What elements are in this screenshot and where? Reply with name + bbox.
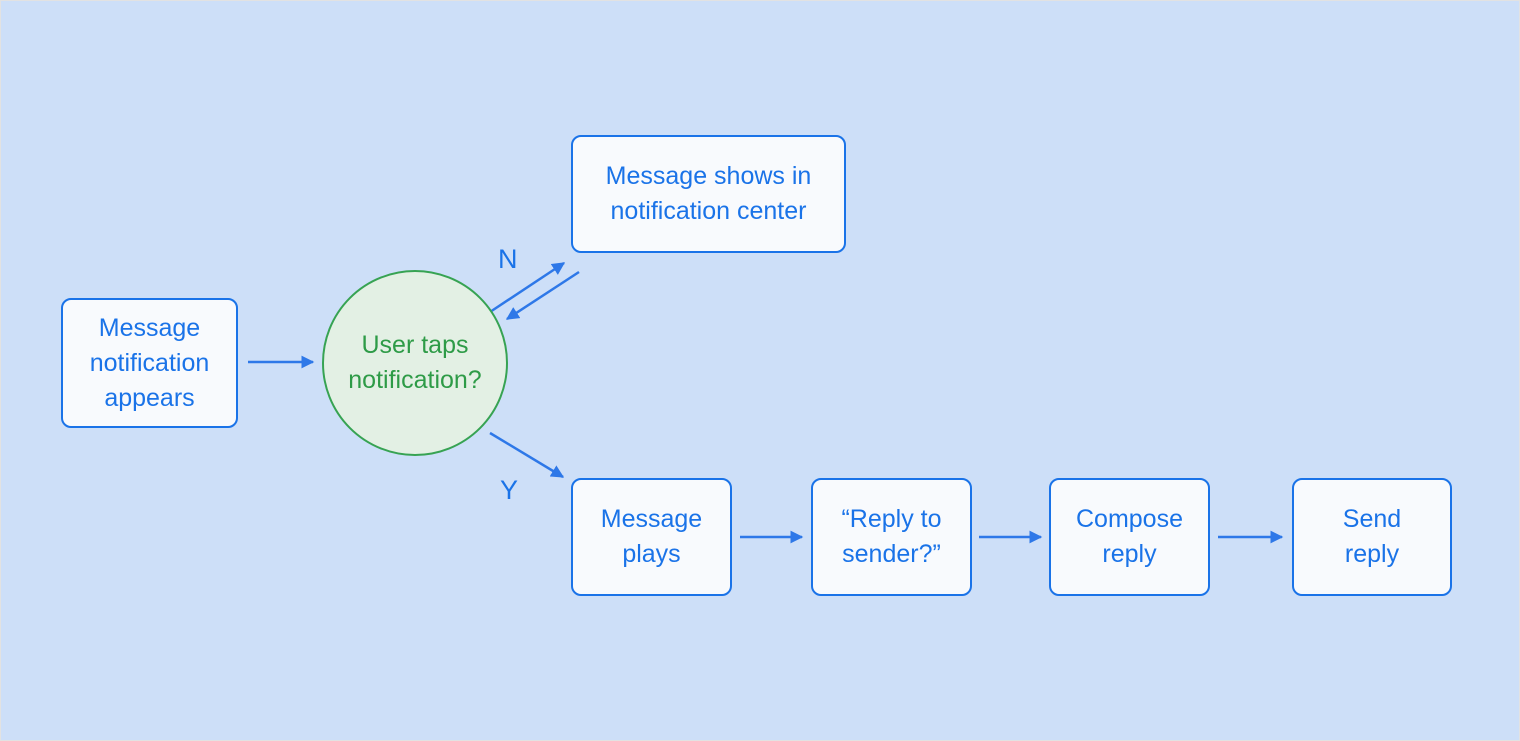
node-send-reply: Send reply (1292, 478, 1452, 596)
node-reply-to-sender: “Reply to sender?” (811, 478, 972, 596)
edge-notification-center-to-decision (505, 270, 580, 321)
node-message-shows-in-notification-center: Message shows in notification center (571, 135, 846, 253)
node-text-line: Message (600, 505, 703, 533)
edge-label-yes: Y (500, 475, 519, 505)
node-user-taps-notification-decision: User taps notification? (322, 270, 508, 456)
node-text-line: appears (104, 383, 195, 412)
node-text-line: notification center (610, 197, 807, 225)
edge-label-no: N (498, 244, 518, 274)
node-text-line: reply (1102, 540, 1157, 568)
node-text-line: reply (1344, 540, 1400, 568)
node-text-line: Message (98, 313, 201, 342)
node-text-line: notification (89, 348, 210, 377)
node-text-line: plays (622, 540, 681, 568)
node-message-plays: Message plays (571, 478, 732, 596)
node-message-notification-appears: Message notification appears (61, 298, 238, 428)
node-text-line: Compose (1076, 505, 1183, 533)
edge-decision-to-message-plays (489, 431, 565, 479)
node-text-line: User taps (361, 331, 469, 359)
node-text-line: Message shows in (605, 162, 812, 190)
node-compose-reply: Compose reply (1049, 478, 1210, 596)
node-text-line: notification? (348, 366, 482, 394)
node-text-line: sender?” (842, 540, 941, 568)
node-text-line: “Reply to (841, 505, 942, 533)
node-text-line: Send (1342, 505, 1402, 533)
